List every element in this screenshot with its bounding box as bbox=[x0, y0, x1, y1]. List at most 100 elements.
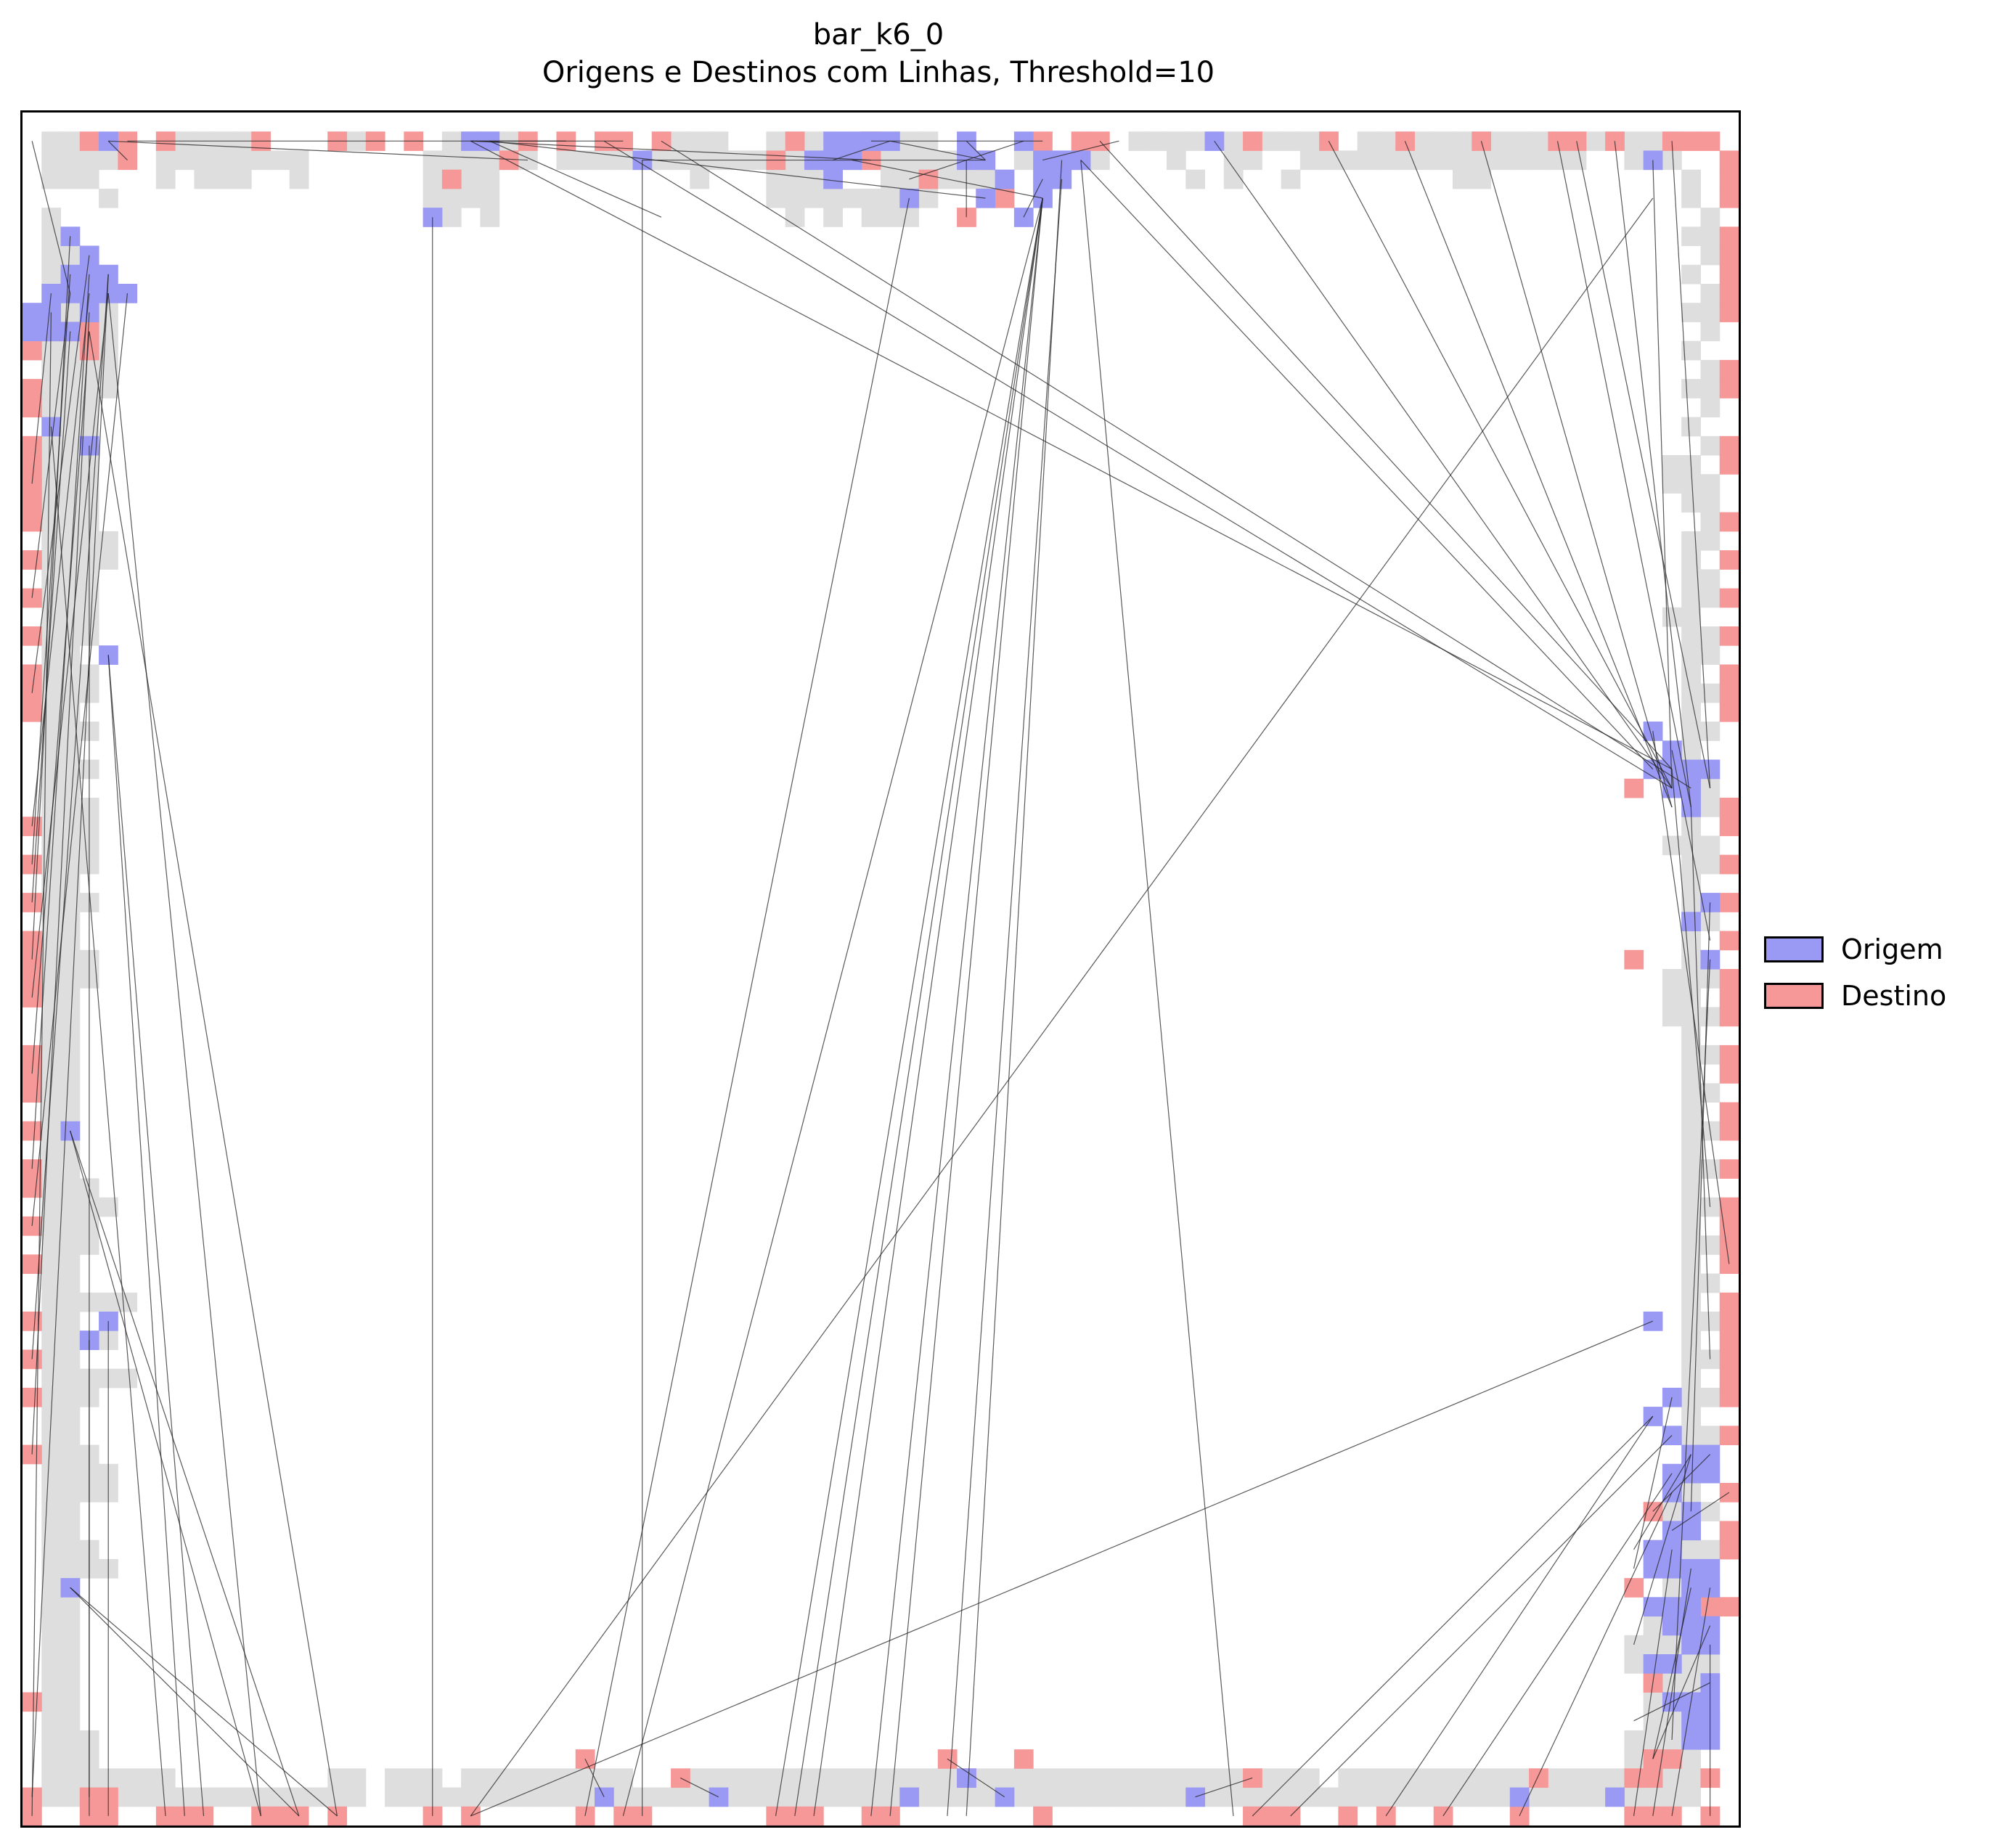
connection-line bbox=[1652, 1454, 1711, 1512]
connection-line bbox=[31, 274, 109, 1360]
occupied-cell bbox=[1700, 912, 1721, 932]
occupied-cell bbox=[270, 150, 290, 171]
occupied-cell bbox=[60, 169, 81, 189]
occupied-cell bbox=[1700, 1197, 1721, 1217]
occupied-cell bbox=[957, 1787, 976, 1807]
destination-cell bbox=[1719, 245, 1739, 266]
occupied-cell bbox=[747, 1787, 767, 1807]
occupied-cell bbox=[613, 1768, 634, 1788]
occupied-cell bbox=[1681, 379, 1701, 398]
occupied-cell bbox=[41, 1121, 62, 1141]
occupied-cell bbox=[60, 1273, 81, 1293]
connection-line bbox=[1652, 1568, 1691, 1816]
occupied-cell bbox=[1681, 1673, 1701, 1693]
occupied-cell bbox=[1376, 150, 1396, 171]
destination-cell bbox=[1719, 1387, 1739, 1407]
occupied-cell bbox=[60, 1483, 81, 1502]
connection-line bbox=[813, 197, 1043, 1816]
connection-line bbox=[31, 293, 90, 827]
destination-cell bbox=[23, 379, 42, 398]
occupied-cell bbox=[60, 1044, 81, 1065]
occupied-cell bbox=[251, 150, 271, 171]
connection-line bbox=[31, 312, 52, 1816]
occupied-cell bbox=[823, 1787, 843, 1807]
occupied-cell bbox=[823, 1768, 843, 1788]
occupied-cell bbox=[1700, 1007, 1721, 1027]
occupied-cell bbox=[60, 1197, 81, 1217]
origin-cell bbox=[976, 188, 996, 208]
connection-line bbox=[584, 1758, 605, 1797]
occupied-cell bbox=[1624, 1749, 1644, 1769]
occupied-cell bbox=[60, 988, 81, 1007]
occupied-cell bbox=[155, 169, 176, 189]
origin-cell bbox=[709, 1787, 729, 1807]
occupied-cell bbox=[1700, 1387, 1721, 1407]
connection-line bbox=[1385, 1415, 1654, 1817]
occupied-cell bbox=[41, 1635, 62, 1655]
occupied-cell bbox=[136, 1768, 157, 1788]
occupied-cell bbox=[1681, 1159, 1701, 1179]
occupied-cell bbox=[671, 1787, 690, 1807]
occupied-cell bbox=[60, 131, 81, 151]
occupied-cell bbox=[60, 1312, 81, 1331]
origin-cell bbox=[823, 131, 843, 151]
connection-line bbox=[1042, 140, 1119, 161]
origin-cell bbox=[1700, 1463, 1721, 1484]
connection-line bbox=[1214, 140, 1673, 789]
origin-cell bbox=[1643, 1540, 1663, 1560]
occupied-cell bbox=[804, 131, 824, 151]
connection-line bbox=[489, 140, 662, 218]
occupied-cell bbox=[918, 1787, 939, 1807]
occupied-cell bbox=[60, 1654, 81, 1674]
occupied-cell bbox=[1453, 169, 1472, 189]
occupied-cell bbox=[41, 1140, 62, 1160]
destination-cell bbox=[251, 1806, 271, 1825]
occupied-cell bbox=[1204, 1768, 1225, 1788]
connection-line bbox=[661, 140, 1691, 789]
destination-cell bbox=[23, 1216, 42, 1236]
occupied-cell bbox=[1147, 1787, 1167, 1807]
occupied-cell bbox=[41, 949, 62, 970]
occupied-cell bbox=[937, 1768, 958, 1788]
occupied-cell bbox=[60, 588, 81, 608]
occupied-cell bbox=[556, 1768, 576, 1788]
destination-cell bbox=[1719, 455, 1739, 475]
occupied-cell bbox=[1395, 1768, 1415, 1788]
connection-line bbox=[1614, 141, 1691, 808]
occupied-cell bbox=[1147, 1768, 1167, 1788]
origin-cell bbox=[1643, 1558, 1663, 1579]
destination-cell bbox=[1071, 131, 1091, 151]
destination-cell bbox=[23, 588, 42, 608]
connection-line bbox=[1652, 160, 1673, 788]
connection-line bbox=[70, 1587, 338, 1817]
occupied-cell bbox=[41, 1254, 62, 1275]
occupied-cell bbox=[1700, 303, 1721, 322]
occupied-cell bbox=[1090, 1787, 1110, 1807]
destination-cell bbox=[1719, 1312, 1739, 1331]
destination-cell bbox=[1719, 188, 1739, 208]
connection-line bbox=[1671, 769, 1711, 1207]
occupied-cell bbox=[41, 245, 62, 266]
destination-cell bbox=[1719, 359, 1739, 380]
destination-cell bbox=[1262, 1806, 1282, 1825]
occupied-cell bbox=[1167, 150, 1186, 171]
occupied-cell bbox=[1357, 150, 1377, 171]
destination-cell bbox=[1719, 512, 1739, 532]
occupied-cell bbox=[1262, 131, 1282, 151]
connection-line bbox=[107, 293, 261, 1816]
occupied-cell bbox=[595, 1768, 614, 1788]
occupied-cell bbox=[709, 131, 729, 151]
origin-cell bbox=[1643, 1597, 1663, 1617]
occupied-cell bbox=[899, 208, 920, 227]
connection-line bbox=[50, 426, 166, 1816]
connection-line bbox=[889, 197, 1043, 1816]
occupied-cell bbox=[1624, 1635, 1644, 1655]
connection-line bbox=[1442, 1473, 1673, 1817]
occupied-cell bbox=[823, 208, 843, 227]
occupied-cell bbox=[1700, 208, 1721, 227]
occupied-cell bbox=[60, 1292, 81, 1312]
occupied-cell bbox=[1490, 1768, 1511, 1788]
occupied-cell bbox=[41, 1312, 62, 1331]
connection-line bbox=[584, 197, 910, 1817]
occupied-cell bbox=[1433, 1787, 1453, 1807]
